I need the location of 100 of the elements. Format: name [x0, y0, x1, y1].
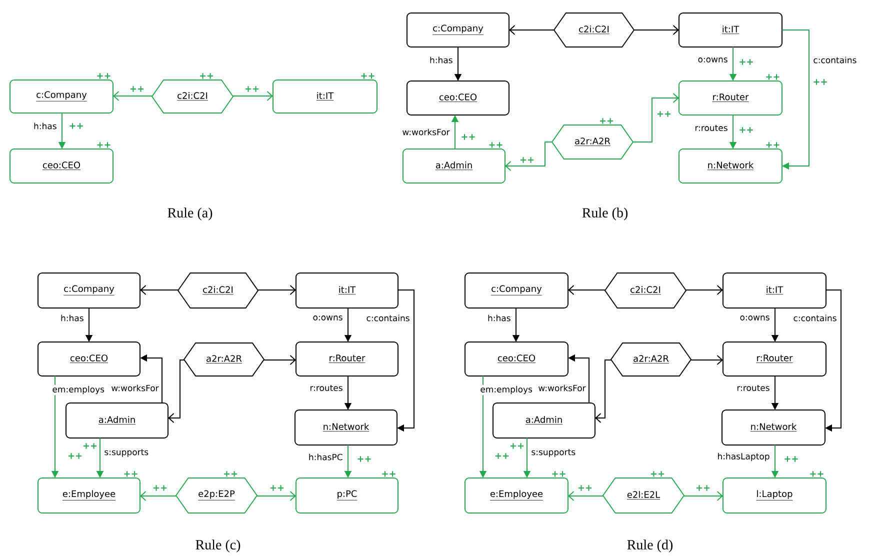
edge-label: ++	[151, 484, 169, 492]
object-box: n:Network	[722, 410, 826, 446]
edge-label: h:hasPC	[307, 452, 344, 462]
arrow	[509, 25, 554, 35]
plus-marker: ++	[510, 443, 524, 449]
correspondence-hexagon: a2r:A2R	[551, 124, 634, 160]
object-box: it:IT	[272, 80, 378, 114]
correspondence-hexagon: e2l:E2L	[602, 478, 685, 514]
plus-marker: ++	[200, 73, 214, 79]
edge-label: h:has	[60, 314, 85, 322]
arrow	[264, 355, 296, 365]
edge-label: ++	[655, 110, 673, 118]
plus-marker: ++	[766, 74, 780, 80]
arrow	[684, 491, 723, 501]
arrow	[782, 30, 810, 170]
object-box: p:PC	[296, 478, 398, 514]
edge-label: o:owns	[738, 314, 771, 322]
plus-marker: ++	[68, 453, 82, 459]
edge-label: r:routes	[694, 124, 729, 132]
caption: Rule (c)	[196, 540, 240, 552]
caption: Rule (d)	[627, 540, 673, 552]
edge-label: c:contains	[792, 314, 838, 322]
edge-label: h:has	[32, 122, 58, 130]
edge-label: w:worksFor	[110, 384, 160, 392]
object-box: c:Company	[406, 12, 510, 48]
plus-marker: ++	[740, 127, 753, 133]
object-box: l:Laptop	[722, 478, 826, 514]
plus-marker: ++	[495, 453, 509, 459]
object-box: r:Router	[296, 342, 398, 376]
object-box: c:Company	[10, 80, 114, 114]
edge-label: w:worksFor	[537, 384, 587, 392]
edge-label: em:employs	[51, 384, 106, 396]
plus-marker: ++	[97, 142, 110, 148]
plus-marker: ++	[810, 471, 824, 477]
caption: Rule (a)	[168, 208, 212, 220]
plus-marker: ++	[814, 79, 827, 85]
arrow	[632, 93, 679, 142]
plus-marker: ++	[766, 142, 780, 148]
object-box: it:IT	[678, 12, 782, 48]
object-box: r:Router	[678, 80, 782, 116]
plus-marker: ++	[650, 471, 664, 477]
object-box: ceo:CEO	[10, 148, 114, 184]
arrow	[686, 285, 723, 295]
plus-marker: ++	[552, 471, 566, 477]
plus-marker: ++	[462, 134, 475, 140]
edge-label: h:has	[428, 56, 454, 64]
object-box: it:IT	[296, 272, 398, 308]
object-box: ceo:CEO	[38, 342, 140, 376]
correspondence-hexagon: a2r:A2R	[610, 342, 692, 376]
plus-marker: ++	[489, 142, 502, 148]
edge-label: em:employs	[479, 384, 534, 396]
plus-marker: ++	[740, 59, 753, 65]
edge-label: ++	[243, 85, 261, 93]
correspondence-hexagon: c2i:C2I	[177, 272, 259, 308]
edge-label: ++	[518, 156, 536, 164]
edge-label: s:supports	[530, 448, 577, 458]
edge-label: ++	[576, 484, 594, 492]
edge-label: c:contains	[365, 314, 411, 322]
edge-label: r:routes	[736, 384, 771, 392]
arrow	[113, 91, 152, 101]
plus-marker: ++	[70, 123, 83, 129]
correspondence-hexagon: c2i:C2I	[151, 80, 234, 114]
caption: Rule (b)	[582, 208, 628, 220]
correspondence-hexagon: c2i:C2I	[553, 12, 635, 48]
object-box: c:Company	[38, 272, 140, 308]
arrow	[505, 142, 552, 171]
plus-marker: ++	[361, 73, 374, 79]
edge-label: o:owns	[312, 314, 344, 322]
correspondence-hexagon: c2i:C2I	[604, 272, 687, 308]
plus-marker: ++	[83, 443, 97, 449]
object-box: n:Network	[294, 410, 398, 446]
edge-label: h:hasLaptop	[716, 452, 771, 462]
arrow	[140, 285, 178, 295]
arrow	[256, 491, 296, 501]
plus-marker: ++	[358, 456, 371, 462]
arrow	[634, 25, 679, 35]
arrow	[690, 355, 723, 365]
edge-label: w:worksFor	[401, 128, 451, 136]
object-box: r:Router	[722, 342, 826, 376]
object-box: e:Employee	[38, 478, 140, 514]
edge-label: r:routes	[308, 384, 344, 392]
plus-marker: ++	[600, 118, 614, 124]
object-box: c:Company	[464, 272, 568, 308]
arrow	[258, 285, 296, 295]
object-box: ceo:CEO	[406, 80, 510, 116]
object-box: e:Employee	[464, 478, 568, 514]
arrow	[595, 360, 612, 423]
object-box: n:Network	[678, 148, 782, 184]
arrow	[232, 91, 273, 101]
plus-marker: ++	[97, 73, 110, 79]
plus-marker: ++	[224, 471, 238, 477]
object-box: ceo:CEO	[464, 342, 568, 376]
object-box: a:Admin	[66, 402, 168, 438]
edge-label: s:supports	[103, 448, 150, 458]
edge-label: ++	[268, 484, 286, 492]
arrow	[168, 360, 184, 423]
correspondence-hexagon: a2r:A2R	[183, 342, 265, 376]
plus-marker: ++	[784, 456, 798, 462]
object-box: a:Admin	[492, 402, 596, 438]
arrow	[140, 491, 176, 501]
